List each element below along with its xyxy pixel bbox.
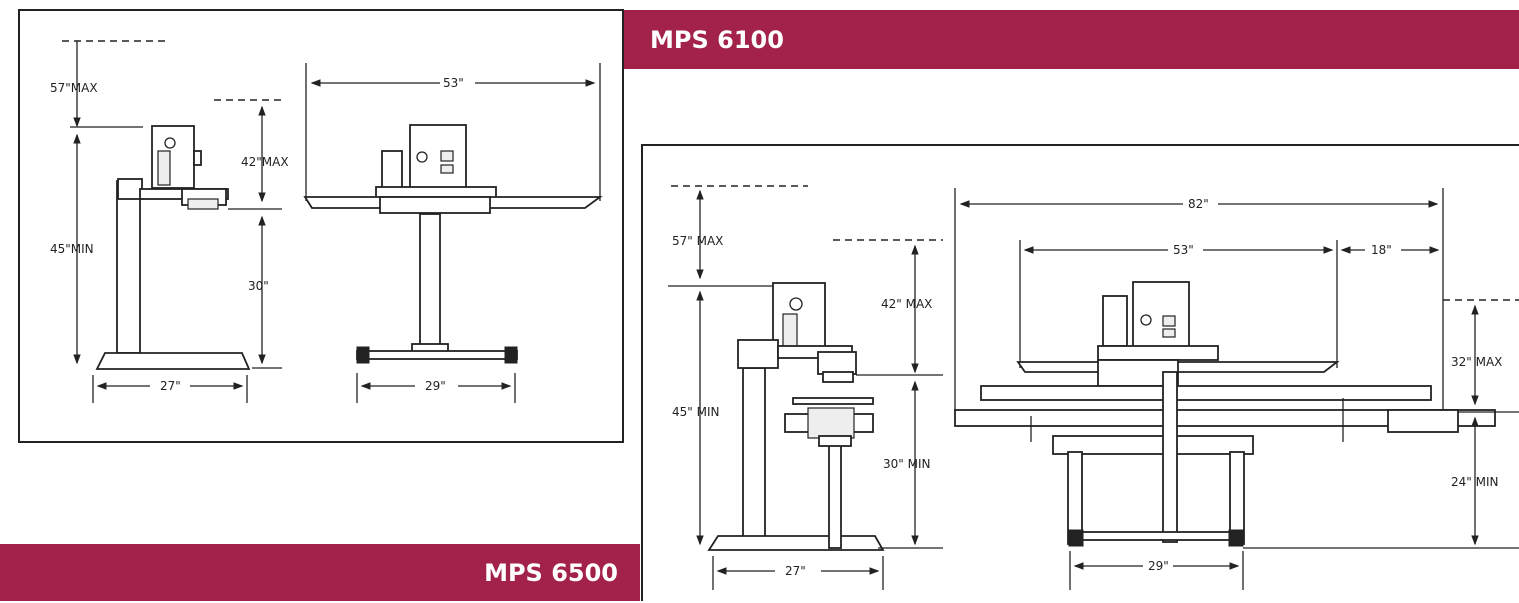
- mps6100-banner: MPS 6100: [622, 10, 1519, 69]
- dim-overall-width: 82": [1188, 197, 1209, 211]
- dim-right-max: 32" MAX: [1451, 355, 1502, 369]
- dim-max-height: 57"MAX: [50, 81, 98, 95]
- dim-extension: 18": [1371, 243, 1392, 257]
- dim-base-depth: 29": [425, 379, 446, 393]
- dim-base-width: 27": [785, 564, 806, 578]
- dim-min-height: 45"MIN: [50, 242, 94, 256]
- dim-table-height: 30": [248, 279, 269, 293]
- mps6500-diagram: 57" MAX 45" MIN 42" MAX 30" MIN: [668, 185, 1519, 590]
- mps6500-banner: MPS 6500: [0, 544, 640, 601]
- mps6100-diagram-panel: 57"MAX 45"MIN 42"MAX 30" 27": [18, 9, 624, 443]
- side-column: [116, 180, 141, 354]
- mps6100-title: MPS 6100: [650, 25, 784, 54]
- dim-platen-max: 42" MAX: [881, 297, 932, 311]
- mps6500-title: MPS 6500: [484, 558, 618, 587]
- dim-max-height: 57" MAX: [672, 234, 723, 248]
- dim-platen-max: 42"MAX: [241, 155, 289, 169]
- dim-base-depth: 29": [1148, 559, 1169, 573]
- dim-table-min: 30" MIN: [883, 457, 930, 471]
- front-base: [356, 350, 518, 360]
- mps6500-diagram-panel: 57" MAX 45" MIN 42" MAX 30" MIN: [641, 144, 1519, 601]
- front-column: [419, 213, 441, 351]
- dim-table-width: 53": [1173, 243, 1194, 257]
- mps6100-diagram: 57"MAX 45"MIN 42"MAX 30" 27": [50, 40, 603, 403]
- side-base: [95, 352, 251, 370]
- dim-table-width: 53": [443, 76, 464, 90]
- dim-min-height: 45" MIN: [672, 405, 719, 419]
- control-box: [409, 124, 467, 194]
- dim-base-width: 27": [160, 379, 181, 393]
- dim-right-min: 24" MIN: [1451, 475, 1498, 489]
